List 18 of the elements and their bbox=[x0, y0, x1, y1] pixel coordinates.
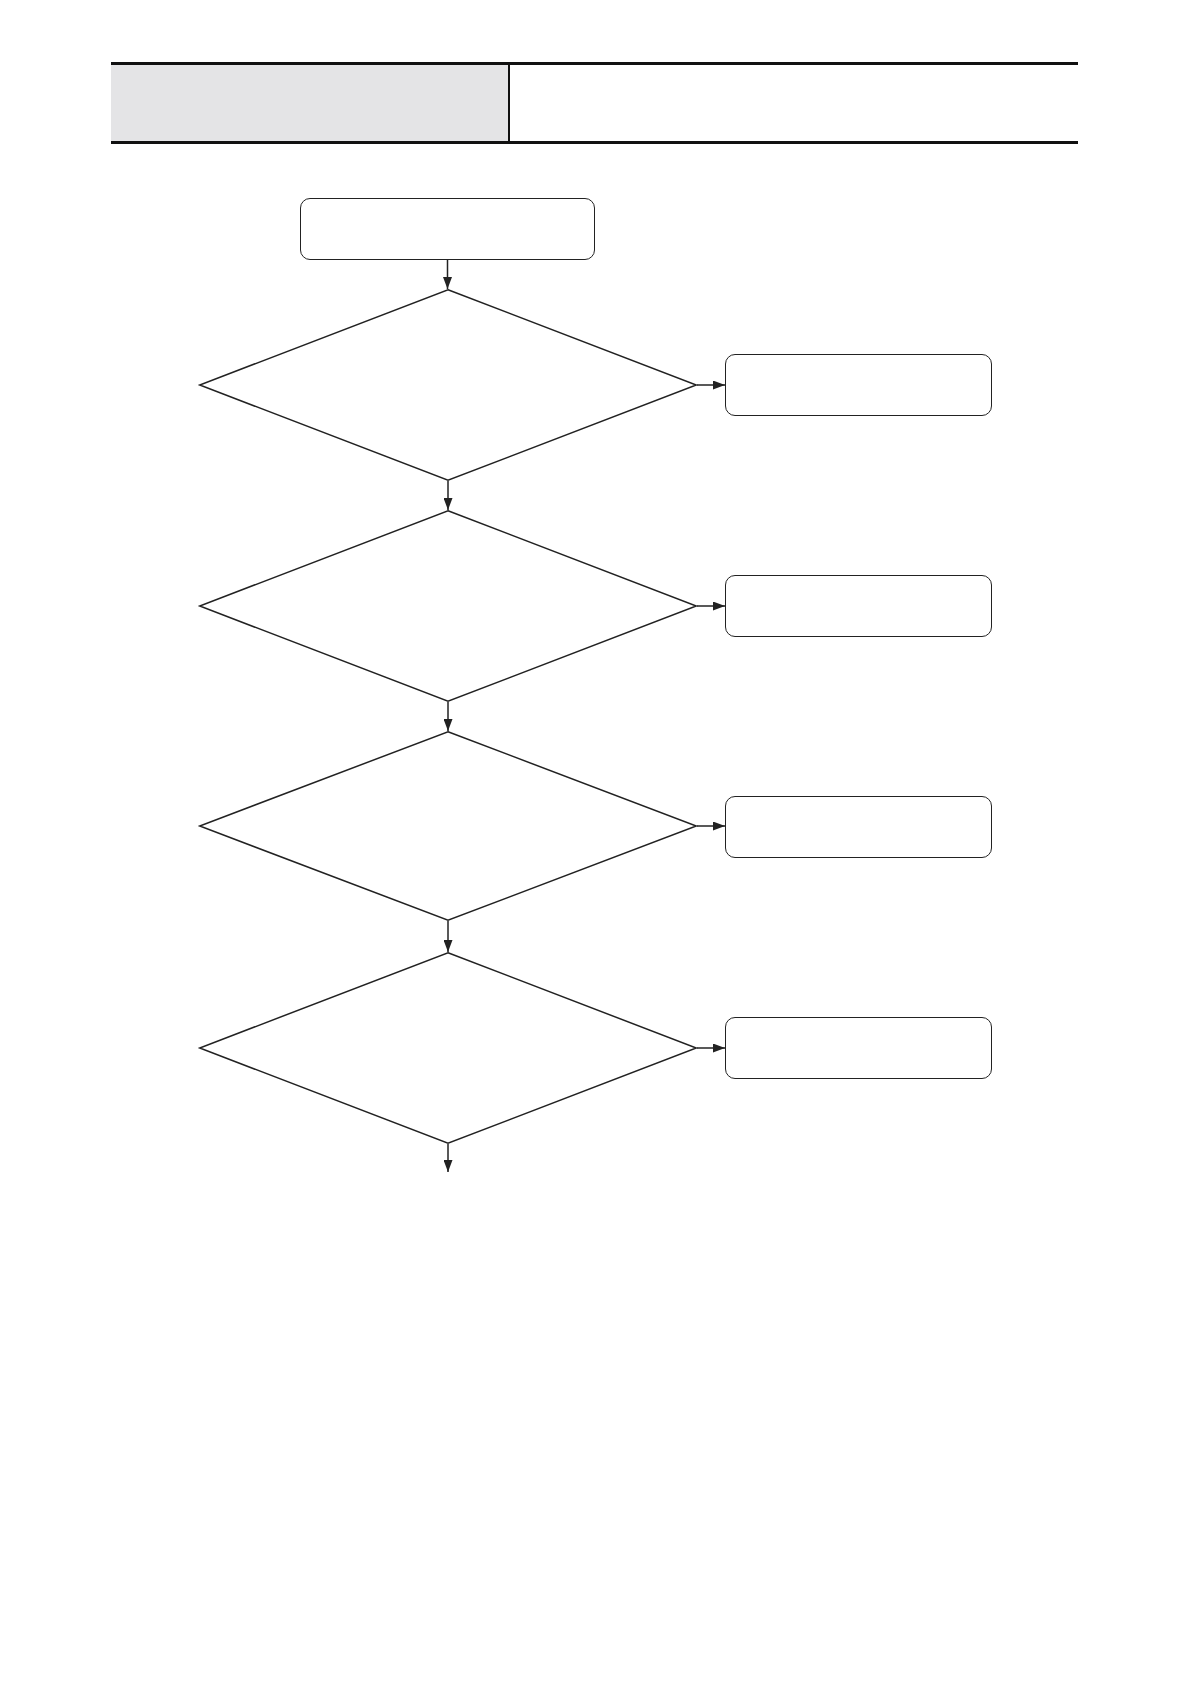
process-box bbox=[725, 1017, 992, 1079]
decision-diamond bbox=[199, 289, 697, 481]
arrow bbox=[443, 259, 452, 290]
decision-diamond bbox=[199, 510, 697, 702]
decision-diamond bbox=[199, 952, 697, 1144]
arrow bbox=[443, 920, 453, 953]
arrow bbox=[443, 1143, 453, 1173]
process-box bbox=[725, 796, 992, 858]
process-box bbox=[300, 198, 595, 260]
arrow bbox=[696, 380, 726, 390]
process-box bbox=[725, 354, 992, 416]
arrow bbox=[443, 701, 453, 732]
arrow bbox=[696, 1043, 726, 1053]
arrow bbox=[443, 480, 453, 511]
arrow bbox=[696, 601, 726, 611]
arrow bbox=[696, 821, 726, 831]
process-box bbox=[725, 575, 992, 637]
decision-diamond bbox=[199, 731, 697, 921]
